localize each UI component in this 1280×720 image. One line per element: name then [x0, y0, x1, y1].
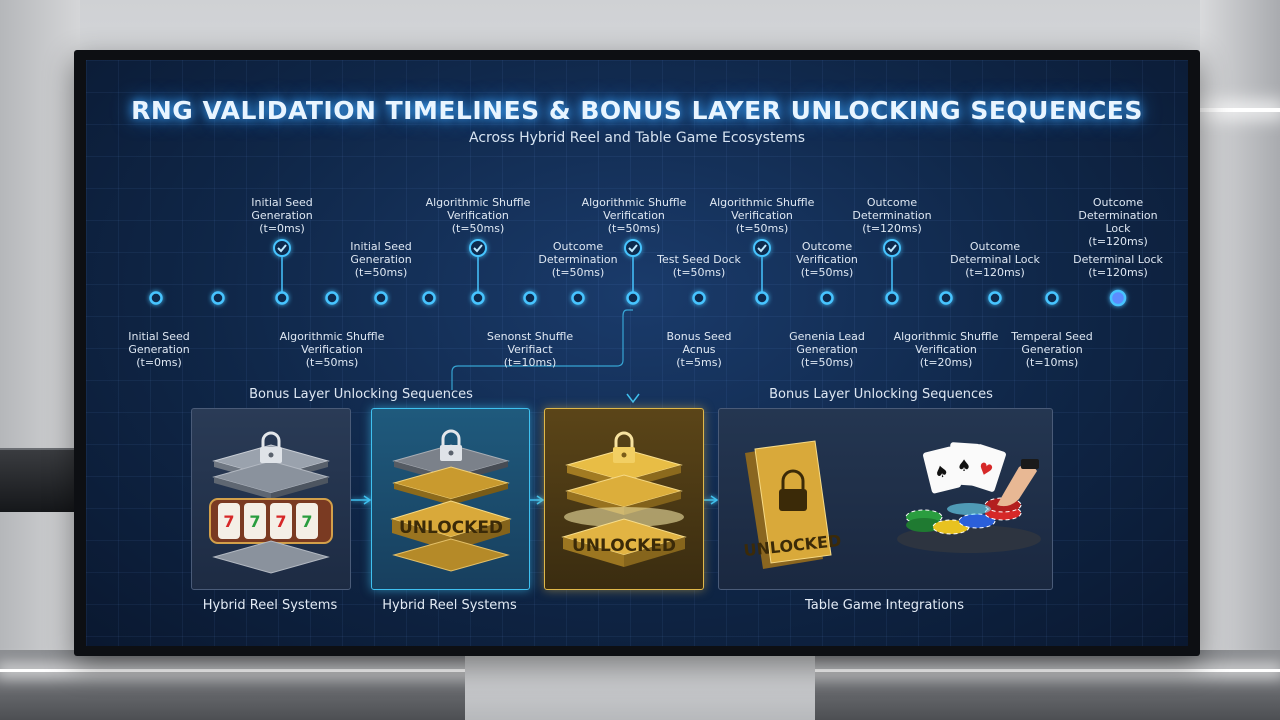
glow-effect — [564, 507, 684, 527]
svg-text:♠: ♠ — [932, 461, 951, 483]
bonus-section-label-left: Bonus Layer Unlocking Sequences — [249, 387, 473, 402]
caption-table-game: Table Game Integrations — [805, 598, 964, 613]
connector-arrowhead — [626, 393, 640, 404]
timeline-node[interactable] — [211, 291, 225, 305]
timeline-node[interactable] — [1045, 291, 1059, 305]
check-icon — [273, 239, 291, 292]
ceiling-light-strip — [1200, 108, 1280, 112]
panel-hybrid-reel-unlocked[interactable]: UNLOCKED — [371, 408, 530, 590]
timeline-node[interactable] — [820, 291, 834, 305]
check-icon — [469, 239, 487, 292]
panel-table-game-integrations[interactable]: UNLOCKED ♠ ♠ ♥ — [718, 408, 1053, 590]
timeline-node[interactable] — [885, 291, 899, 305]
timeline-label-above: Determinal Lock(t=120ms) — [1073, 253, 1163, 279]
connector-left — [451, 309, 633, 390]
timeline-node[interactable] — [422, 291, 436, 305]
check-icon — [753, 239, 771, 292]
panel-hybrid-reel-locked[interactable]: 7 7 7 7 — [191, 408, 351, 590]
panel-bonus-unlocked[interactable]: UNLOCKED — [544, 408, 704, 590]
timeline-node[interactable] — [374, 291, 388, 305]
unlocked-card-icon: UNLOCKED — [743, 440, 842, 569]
room-wall-left — [0, 0, 80, 720]
svg-text:7: 7 — [249, 512, 260, 531]
unlocked-label: UNLOCKED — [572, 536, 676, 556]
page-subtitle: Across Hybrid Reel and Table Game Ecosys… — [468, 130, 805, 146]
lock-icon — [260, 431, 282, 463]
svg-text:7: 7 — [301, 512, 312, 531]
monitor-stand — [465, 650, 815, 720]
svg-text:♠: ♠ — [957, 456, 971, 475]
caption-hybrid-reel-1: Hybrid Reel Systems — [202, 598, 338, 613]
timeline-node[interactable] — [755, 291, 769, 305]
room-wall-right — [1200, 0, 1280, 720]
timeline-node[interactable] — [149, 291, 163, 305]
check-icon — [883, 239, 901, 292]
svg-text:♥: ♥ — [976, 458, 996, 481]
slot-reels-icon: 7 7 7 7 — [209, 498, 333, 544]
side-shelf — [0, 448, 75, 512]
playing-cards-icon: ♠ ♠ ♥ — [923, 442, 1006, 494]
timeline-node[interactable] — [939, 291, 953, 305]
timeline-node[interactable] — [1109, 289, 1127, 307]
lock-icon — [613, 431, 635, 463]
check-icon — [624, 239, 642, 292]
locked-layers-illustration: 7 7 7 7 — [209, 431, 333, 574]
timeline-node[interactable] — [275, 291, 289, 305]
display-screen: RNG VALIDATION TIMELINES & BONUS LAYER U… — [86, 60, 1188, 646]
display-monitor: RNG VALIDATION TIMELINES & BONUS LAYER U… — [74, 50, 1200, 656]
unlocked-gold-layers-illustration: UNLOCKED — [561, 431, 687, 567]
bonus-section-label-right: Bonus Layer Unlocking Sequences — [769, 387, 993, 402]
timeline-node[interactable] — [988, 291, 1002, 305]
timeline-node[interactable] — [692, 291, 706, 305]
timeline-node[interactable] — [471, 291, 485, 305]
table-game-illustration: UNLOCKED ♠ ♠ ♥ — [743, 440, 1041, 569]
svg-text:7: 7 — [275, 512, 286, 531]
svg-text:7: 7 — [223, 512, 234, 531]
unlocking-layers-illustration: UNLOCKED — [390, 429, 512, 572]
hand-icon — [997, 459, 1039, 507]
unlocked-label: UNLOCKED — [399, 518, 503, 538]
timeline-node[interactable] — [325, 291, 339, 305]
caption-hybrid-reel-2: Hybrid Reel Systems — [382, 598, 517, 613]
lock-icon — [440, 429, 462, 461]
page-title: RNG VALIDATION TIMELINES & BONUS LAYER U… — [131, 96, 1143, 125]
timeline-label-above: Test Seed Dock(t=50ms) — [657, 253, 741, 279]
timeline-node[interactable] — [571, 291, 585, 305]
poker-chips-icon — [897, 497, 1041, 553]
timeline-node[interactable] — [523, 291, 537, 305]
